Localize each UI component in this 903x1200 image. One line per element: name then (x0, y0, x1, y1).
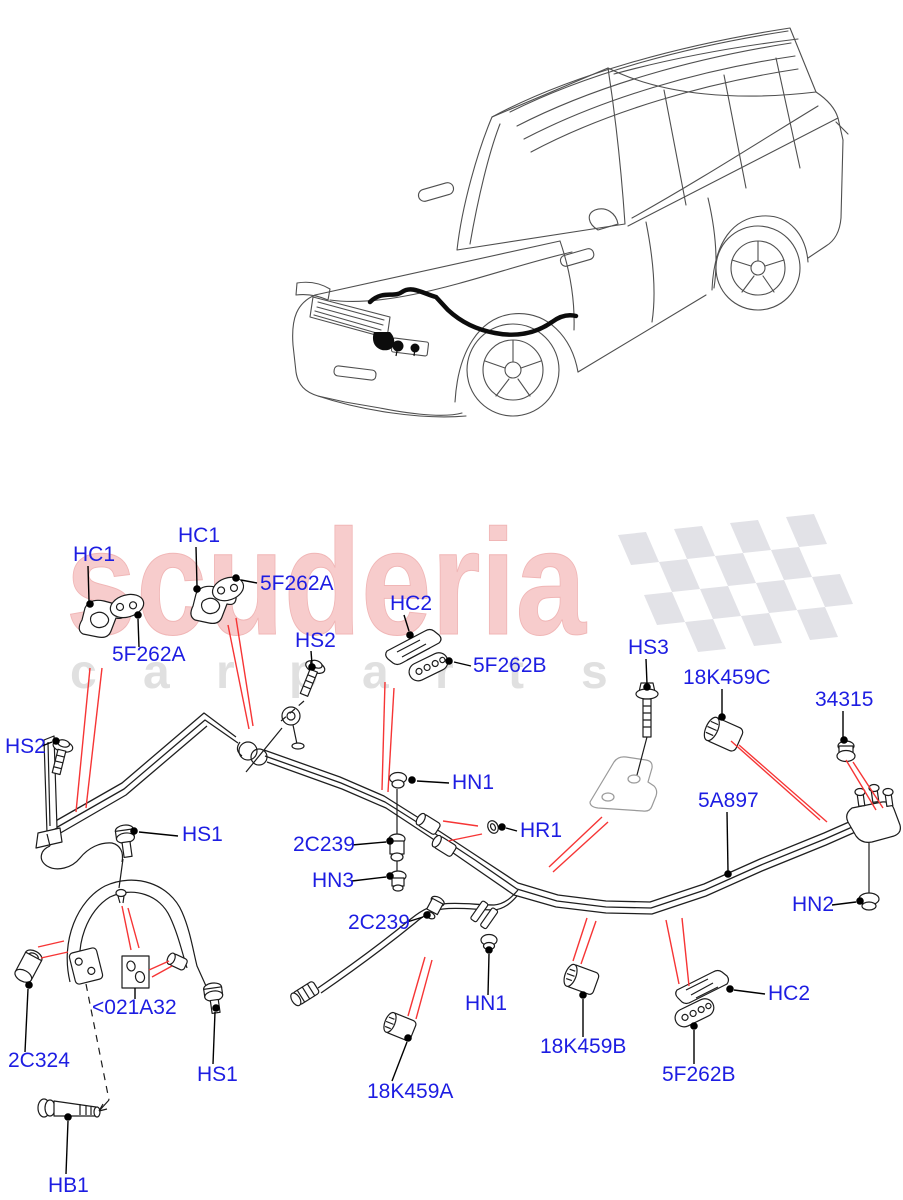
part-label-2c239-1[interactable]: 2C239 (293, 833, 355, 856)
clip-5f262a-b-part (109, 593, 145, 619)
part-label-hb1[interactable]: HB1 (48, 1174, 89, 1197)
oring-hr1 (487, 820, 499, 834)
part-label-hn1-1[interactable]: HN1 (452, 771, 494, 794)
pipe-assembly-drawing (14, 576, 901, 1118)
pipe-junction (236, 741, 268, 766)
part-label-18k459a[interactable]: 18K459A (367, 1080, 453, 1103)
oring-kit-box-021a32 (121, 955, 150, 999)
plug-2c324 (14, 949, 43, 983)
part-label-34315[interactable]: 34315 (815, 688, 873, 711)
hose-arch-assembly (40, 833, 320, 1007)
checkered-flag-graphic (618, 514, 853, 652)
part-label-hs2-2[interactable]: HS2 (5, 735, 46, 758)
pipe-sensor (281, 706, 305, 750)
part-label-hn1-2[interactable]: HN1 (465, 992, 507, 1015)
part-label-2c239-2[interactable]: 2C239 (348, 911, 410, 934)
grommet-34315 (836, 740, 856, 763)
left-strip-bracket (35, 735, 63, 849)
watermark-letter: s (581, 646, 608, 699)
bolt-hs1-b (203, 982, 224, 1015)
bolt-hb1 (37, 1098, 101, 1118)
bracket-hc2-b (675, 969, 730, 1005)
vehicle-illustration (292, 27, 849, 418)
highlighted-pipe-harness (367, 287, 579, 357)
part-label-2c324[interactable]: 2C324 (8, 1049, 70, 1072)
watermark-brand-text: scuderia (66, 498, 587, 666)
part-label-hs1-2[interactable]: HS1 (197, 1063, 238, 1086)
bolt-hs1-a (114, 824, 135, 859)
part-label-hn2[interactable]: HN2 (792, 893, 834, 916)
pipe-union (431, 834, 457, 857)
part-label-5f262b-2[interactable]: 5F262B (662, 1063, 736, 1086)
manifold-end (846, 783, 901, 911)
clip-5f262a-a-part (211, 576, 245, 602)
bushing-18k459a (383, 1011, 417, 1041)
part-label-5f262b-1[interactable]: 5F262B (473, 654, 547, 677)
part-label-5a897[interactable]: 5A897 (698, 789, 759, 812)
part-label-hc2-2[interactable]: HC2 (768, 982, 810, 1005)
leader-lines (24, 546, 864, 1175)
part-label-021a32[interactable]: <021A32 (92, 996, 177, 1019)
part-label-hn3[interactable]: HN3 (312, 869, 354, 892)
pipe-union (415, 812, 441, 835)
hose-clamp (470, 900, 499, 930)
nut-hn1-b (480, 933, 498, 951)
part-label-hs3[interactable]: HS3 (628, 636, 669, 659)
part-labels: HC1 HC1 5F262A 5F262A HC2 HS2 HS2 5F262B… (5, 524, 873, 1197)
part-label-hc1-2[interactable]: HC1 (178, 524, 220, 547)
part-label-hc2-1[interactable]: HC2 (390, 592, 432, 615)
clamp-5f262b-a (408, 652, 449, 682)
clamp-5f262b-b (674, 998, 715, 1028)
part-label-18k459c[interactable]: 18K459C (683, 666, 771, 689)
watermark: scuderia c a r p a r t s (66, 498, 608, 700)
bracket-hs3 (589, 756, 658, 812)
part-label-hc1-1[interactable]: HC1 (73, 543, 115, 566)
dashed-leaders (85, 700, 305, 1112)
bushing-18k459b (563, 963, 600, 995)
part-label-18k459b[interactable]: 18K459B (540, 1035, 626, 1058)
bracket-hc2-a (385, 628, 442, 666)
watermark-letter: t (508, 646, 524, 699)
part-label-5f262a-1[interactable]: 5F262A (260, 572, 334, 595)
part-label-5f262a-2[interactable]: 5F262A (112, 643, 186, 666)
part-label-hs1-1[interactable]: HS1 (182, 823, 223, 846)
watermark-letter: r (216, 646, 235, 699)
part-label-hs2-1[interactable]: HS2 (295, 629, 336, 652)
nut-hn1-a (388, 771, 408, 789)
part-label-hr1[interactable]: HR1 (520, 819, 562, 842)
watermark-letter: c (70, 646, 97, 699)
red-pointer-lines (37, 617, 884, 1020)
bolt-hs2-b (51, 739, 74, 776)
watermark-letter: a (143, 646, 170, 699)
nut-hn3 (389, 870, 407, 892)
